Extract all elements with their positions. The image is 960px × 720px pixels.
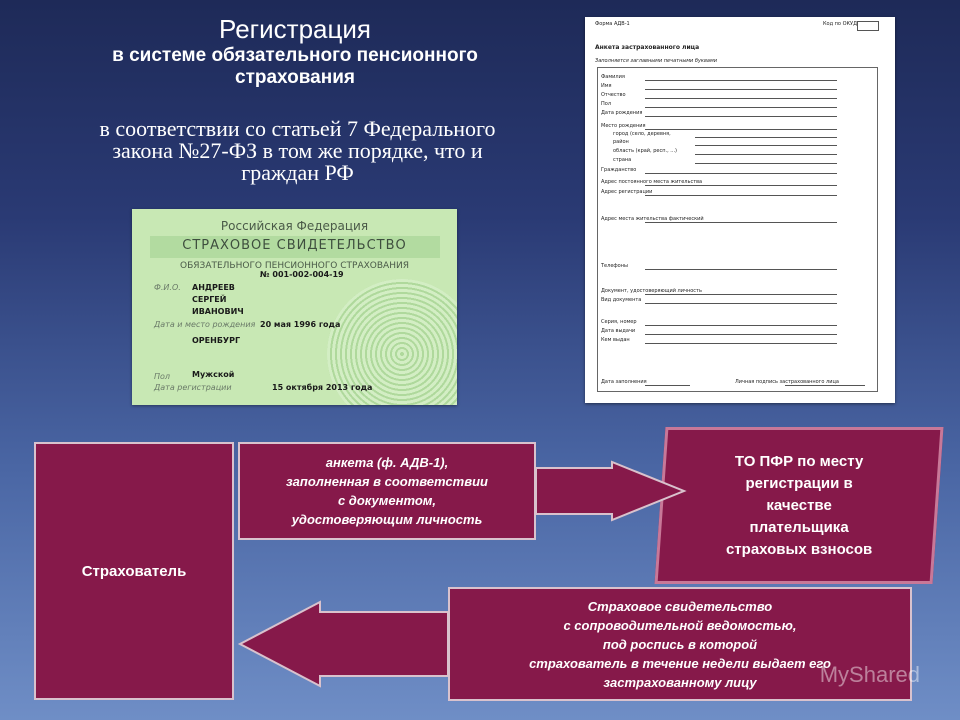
cert-birth-date: 20 мая 1996 года (260, 320, 341, 329)
form-field-label: страна (613, 157, 632, 163)
anketa-line: анкета (ф. АДВ-1), (325, 455, 449, 470)
insurer-box: Страхователь (34, 442, 234, 700)
form-field-line (645, 385, 690, 386)
svid-line: Страховое свидетельство (587, 598, 773, 614)
form-field-line (645, 116, 837, 117)
svid-line: застрахованному лицу (603, 674, 757, 690)
form-field-line (645, 89, 837, 90)
form-field-label: Фамилия (601, 74, 625, 80)
cert-sex-label: Пол (154, 372, 171, 381)
form-field-line (695, 154, 837, 155)
form-field-line (645, 107, 837, 108)
form-field-line (645, 343, 837, 344)
cert-last-name: АНДРЕЕВ (192, 283, 235, 292)
form-field-label: Пол (601, 101, 612, 107)
form-field-label: Адрес регистрации (601, 189, 653, 195)
slide-subtitle-1: в системе обязательного пенсионного (112, 45, 478, 66)
form-field-label: Дата выдачи (601, 328, 636, 334)
form-field-label: город (село, деревня, (613, 131, 671, 137)
anketa-line: с документом, (337, 493, 437, 508)
form-field-label: Дата заполнения (601, 379, 647, 385)
form-field-label: Место рождения (601, 123, 646, 129)
law-line-1: в соответствии со статьей 7 Федерального (99, 116, 496, 141)
form-field-line (645, 269, 837, 270)
slide-title: Регистрация (219, 14, 371, 44)
form-title: Анкета застрахованного лица (595, 44, 700, 51)
form-okud-box (857, 21, 879, 31)
certificate-rosette (327, 279, 457, 405)
cert-reg-label: Дата регистрации (154, 383, 232, 392)
certificate-return-box: Страховое свидетельство с сопроводительн… (448, 587, 912, 701)
arrow-left-head (237, 600, 449, 688)
cert-reg-date: 15 октября 2013 года (272, 383, 373, 392)
svid-line: с сопроводительной ведомостью, (563, 617, 797, 633)
form-field-line (645, 80, 837, 81)
form-field-line (695, 145, 837, 146)
form-field-line (785, 385, 865, 386)
cert-fio-label: Ф.И.О. (154, 283, 181, 292)
cert-number: № 001-002-004-19 (260, 270, 344, 279)
adv1-form-image: Форма АДВ-1 Код по ОКУД Анкета застрахов… (585, 17, 895, 403)
form-field-line (645, 129, 837, 130)
form-field-line (645, 303, 837, 304)
insurance-certificate-image: Российская Федерация СТРАХОВОЕ СВИДЕТЕЛЬ… (132, 209, 457, 405)
slide-subtitle-2: страхования (235, 67, 355, 88)
form-field-label: район (613, 139, 629, 145)
form-field-label: Вид документа (601, 297, 642, 303)
law-reference: в соответствии со статьей 7 Федерального… (45, 118, 550, 184)
anketa-arrow-box: анкета (ф. АДВ-1), заполненная в соответ… (238, 442, 536, 540)
form-field-label: Кем выдан (601, 337, 630, 343)
arrow-right-head (535, 460, 687, 522)
cert-subtitle: ОБЯЗАТЕЛЬНОГО ПЕНСИОННОГО СТРАХОВАНИЯ (180, 261, 409, 271)
form-field-label: область (край, респ., ...) (613, 148, 677, 154)
form-hint: Заполняется заглавными печатными буквами (595, 58, 717, 64)
cert-country: Российская Федерация (220, 219, 369, 233)
form-field-line (645, 334, 837, 335)
anketa-line: заполненная в соответствии (286, 474, 488, 489)
insurer-label: Страхователь (81, 562, 187, 580)
form-field-line (645, 173, 837, 174)
law-line-3: граждан РФ (241, 160, 354, 185)
svid-line: под роспись в которой (602, 636, 758, 652)
form-field-line (645, 185, 837, 186)
cert-birth-place: ОРЕНБУРГ (192, 336, 241, 345)
form-field-label: Адрес постоянного места жительства (601, 179, 703, 185)
form-field-line (695, 137, 837, 138)
slide-title-block: Регистрация в системе обязательного пенс… (55, 14, 535, 89)
form-field-label: Серия, номер (601, 319, 637, 325)
cert-title: СТРАХОВОЕ СВИДЕТЕЛЬСТВО (182, 238, 407, 253)
form-code: Форма АДВ-1 (595, 21, 630, 27)
form-field-label: Документ, удостоверяющий личность (601, 288, 702, 294)
cert-patronymic: ИВАНОВИЧ (192, 307, 244, 316)
form-field-line (645, 222, 837, 223)
form-field-label: Телефоны (601, 263, 628, 269)
form-field-line (645, 325, 837, 326)
form-field-line (645, 195, 837, 196)
form-field-line (695, 163, 837, 164)
svid-line: страхователь в течение недели выдает его (529, 655, 831, 671)
cert-first-name: СЕРГЕЙ (192, 295, 227, 304)
watermark-logo: MyShared (819, 662, 920, 687)
form-field-label: Адрес места жительства фактический (601, 216, 704, 222)
form-field-line (645, 98, 837, 99)
form-field-label: Личная подпись застрахованного лица (735, 379, 839, 385)
form-field-line (645, 294, 837, 295)
form-field-label: Отчество (601, 92, 626, 98)
cert-birth-label: Дата и место рождения (154, 320, 256, 329)
cert-sex: Мужской (192, 370, 235, 379)
form-field-label: Дата рождения (601, 110, 643, 116)
anketa-line: удостоверяющим личность (291, 512, 483, 527)
law-line-2: закона №27-ФЗ в том же порядке, что и (112, 138, 483, 163)
form-frame (597, 67, 878, 392)
form-okud-label: Код по ОКУД (823, 21, 858, 27)
form-field-label: Имя (601, 83, 612, 89)
certificate-title-band (150, 236, 440, 258)
form-field-label: Гражданство (601, 167, 637, 173)
